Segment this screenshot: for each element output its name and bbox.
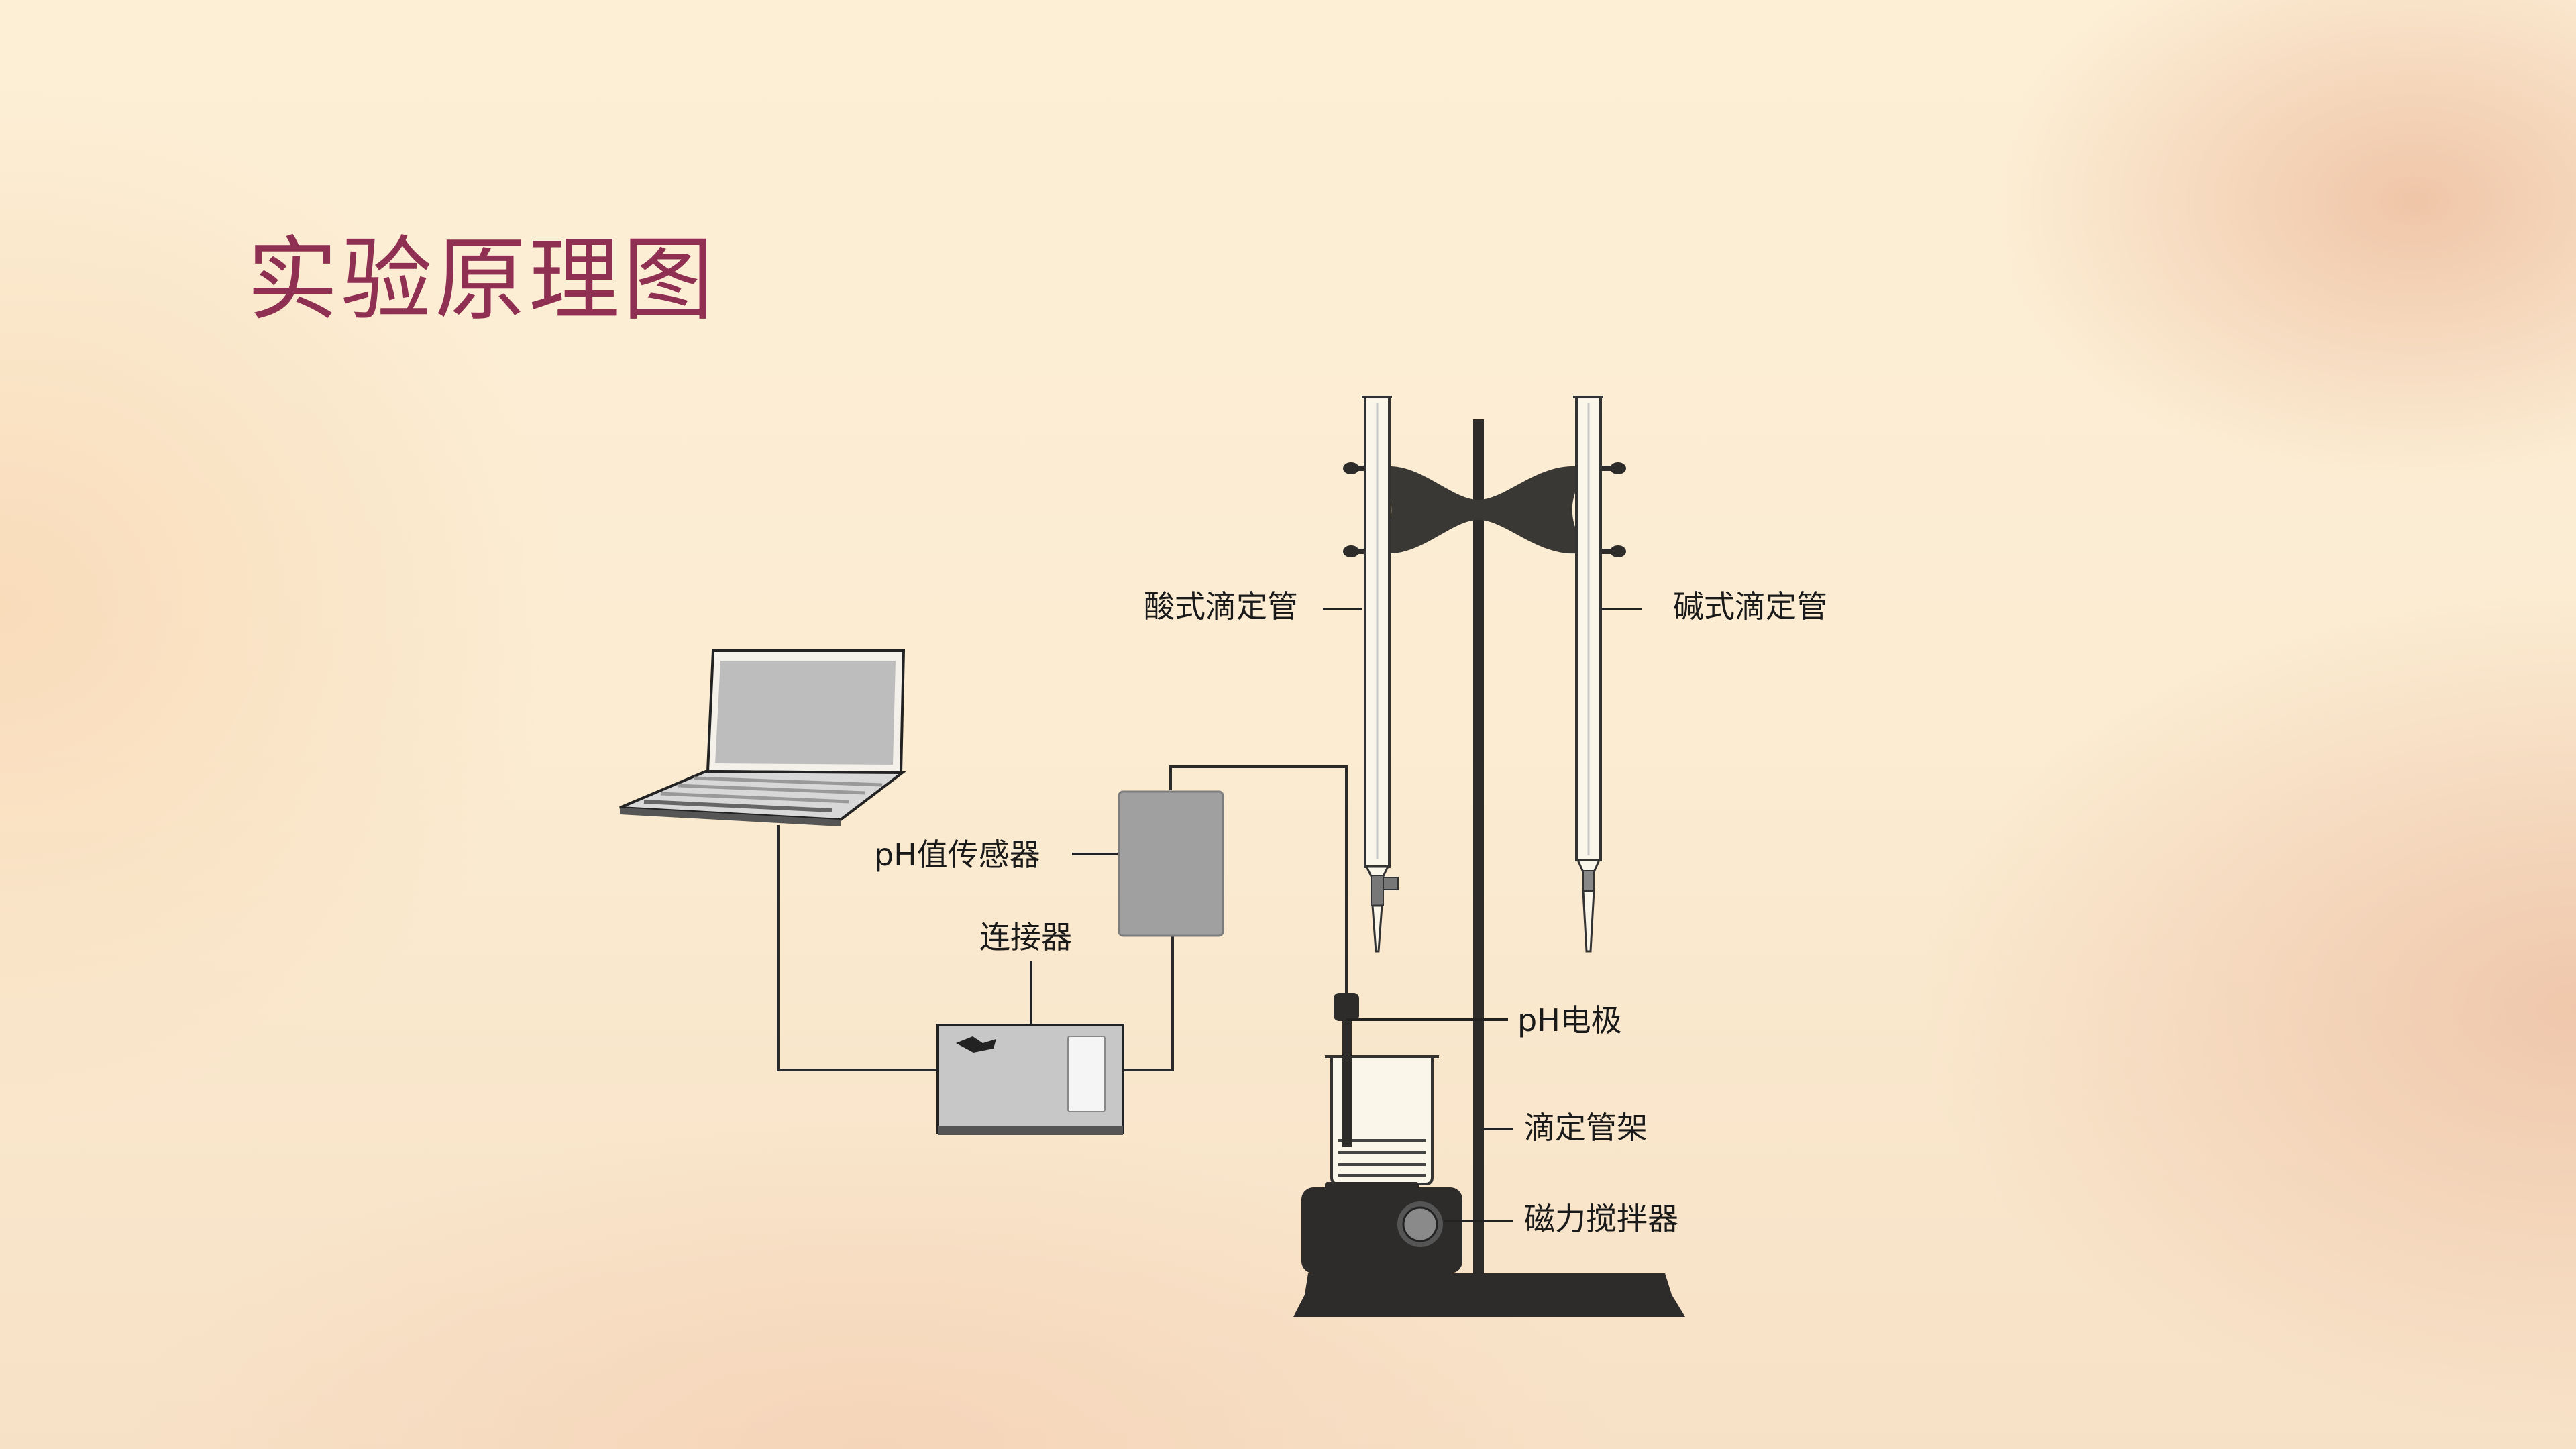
burette-stand <box>1293 419 1685 1317</box>
ph-electrode <box>1334 993 1508 1147</box>
ph-sensor-label: pH值传感器 <box>874 837 1040 873</box>
page-title: 实验原理图 <box>247 227 716 333</box>
ph-electrode-label: pH电极 <box>1517 1002 1622 1038</box>
magnetic-stirrer <box>1301 1182 1462 1273</box>
base-burette <box>1573 396 1603 953</box>
connector-label: 连接器 <box>979 919 1072 955</box>
beaker <box>1325 1055 1439 1185</box>
leader-lines <box>1030 608 1642 1222</box>
ph-sensor-box <box>1118 790 1224 937</box>
wires <box>777 765 1348 1071</box>
laptop-icon <box>619 649 906 826</box>
base-burette-label: 碱式滴定管 <box>1673 588 1827 625</box>
acid-burette-label: 酸式滴定管 <box>1144 588 1298 625</box>
burette-stand-label: 滴定管架 <box>1524 1110 1648 1146</box>
acid-burette <box>1362 396 1399 953</box>
magnetic-stirrer-label: 磁力搅拌器 <box>1524 1201 1678 1237</box>
connector-box <box>936 1024 1124 1135</box>
